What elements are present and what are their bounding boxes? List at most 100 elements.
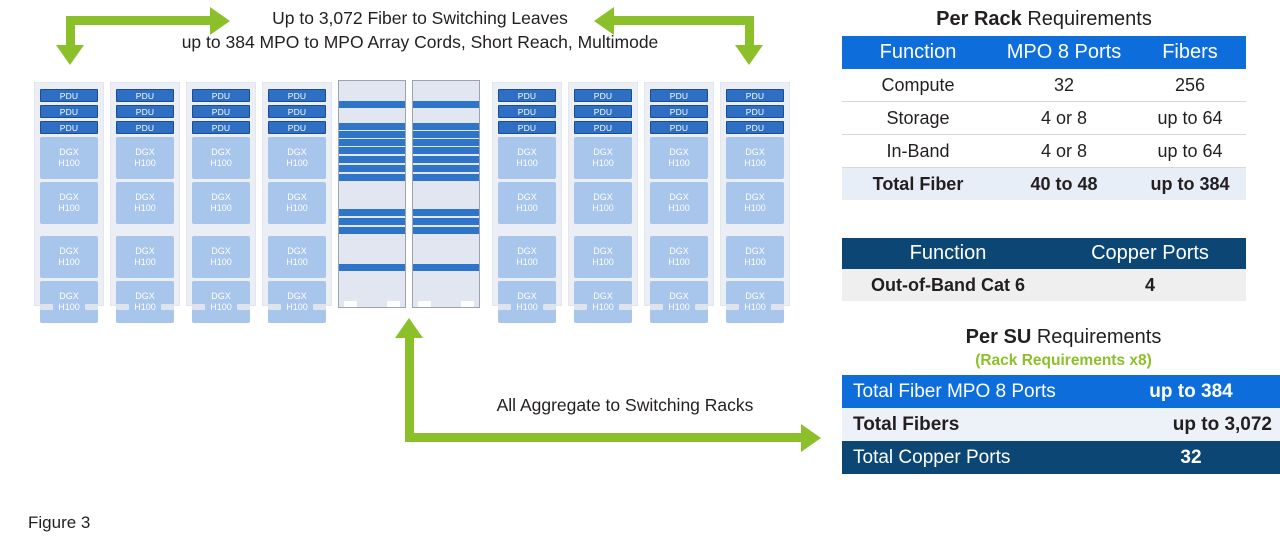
dgx-node-line2: H100 bbox=[286, 257, 308, 267]
per-rack-header-row: Function MPO 8 Ports Fibers bbox=[842, 36, 1246, 69]
pdu-unit[interactable]: PDU bbox=[268, 89, 326, 102]
per-rack-total-function: Total Fiber bbox=[842, 167, 994, 200]
pdu-unit[interactable]: PDU bbox=[116, 89, 174, 102]
switching-rack[interactable] bbox=[338, 80, 406, 308]
rack-foot bbox=[498, 304, 511, 310]
pdu-unit[interactable]: PDU bbox=[726, 121, 784, 134]
per-rack-table: Function MPO 8 Ports Fibers Compute 32 2… bbox=[842, 36, 1246, 200]
rack-feet bbox=[493, 304, 561, 310]
per-rack-row1-function: Storage bbox=[842, 101, 994, 135]
pdu-unit[interactable]: PDU bbox=[726, 89, 784, 102]
top-left-arrowhead-down bbox=[56, 45, 84, 65]
table-row: Out-of-Band Cat 6 4 bbox=[842, 269, 1246, 301]
pdu-unit[interactable]: PDU bbox=[192, 121, 250, 134]
pdu-unit[interactable]: PDU bbox=[498, 121, 556, 134]
dgx-node-line2: H100 bbox=[286, 203, 308, 213]
rack-foot bbox=[619, 304, 632, 310]
rack-foot bbox=[574, 304, 587, 310]
pdu-unit[interactable]: PDU bbox=[574, 105, 632, 118]
pdu-unit[interactable]: PDU bbox=[40, 121, 98, 134]
pdu-unit[interactable]: PDU bbox=[268, 105, 326, 118]
dgx-node-line1: DGX bbox=[593, 192, 613, 203]
rack-feet bbox=[187, 304, 255, 310]
dgx-node-line2: H100 bbox=[286, 302, 308, 312]
top-annotation-text: Up to 3,072 Fiber to Switching Leaves up… bbox=[150, 6, 690, 54]
dgx-node-line2: H100 bbox=[58, 158, 80, 168]
dgx-node-line1: DGX bbox=[59, 192, 79, 203]
top-left-arrow-vertical bbox=[66, 16, 75, 47]
table-row: Storage 4 or 8 up to 64 bbox=[842, 101, 1246, 135]
switch-port-bar bbox=[339, 101, 405, 108]
dgx-node-line2: H100 bbox=[592, 158, 614, 168]
pdu-unit[interactable]: PDU bbox=[650, 89, 708, 102]
rack-foot bbox=[771, 304, 784, 310]
per-rack-total-row: Total Fiber 40 to 48 up to 384 bbox=[842, 167, 1246, 200]
pdu-unit[interactable]: PDU bbox=[498, 105, 556, 118]
pdu-unit[interactable]: PDU bbox=[268, 121, 326, 134]
pdu-unit[interactable]: PDU bbox=[650, 121, 708, 134]
pdu-unit[interactable]: PDU bbox=[650, 105, 708, 118]
pdu-unit[interactable]: PDU bbox=[116, 121, 174, 134]
pdu-unit[interactable]: PDU bbox=[574, 89, 632, 102]
rack-feet bbox=[721, 304, 789, 310]
pdu-unit[interactable]: PDU bbox=[40, 89, 98, 102]
top-annotation-line-1: Up to 3,072 Fiber to Switching Leaves bbox=[272, 8, 568, 28]
pdu-unit[interactable]: PDU bbox=[498, 89, 556, 102]
per-rack-total-fibers: up to 384 bbox=[1134, 167, 1246, 200]
pdu-unit[interactable]: PDU bbox=[192, 105, 250, 118]
rack-feet bbox=[413, 301, 479, 307]
rack-foot bbox=[695, 304, 708, 310]
pdu-unit[interactable]: PDU bbox=[574, 121, 632, 134]
pdu-unit[interactable]: PDU bbox=[40, 105, 98, 118]
per-su-row1-label: Total Fibers bbox=[842, 408, 1125, 441]
dgx-node-line2: H100 bbox=[58, 302, 80, 312]
switching-rack[interactable] bbox=[412, 80, 480, 308]
pdu-unit[interactable]: PDU bbox=[726, 105, 784, 118]
pdu-unit[interactable]: PDU bbox=[192, 89, 250, 102]
rack-foot bbox=[313, 304, 326, 310]
dgx-node-line2: H100 bbox=[516, 257, 538, 267]
pdu-unit[interactable]: PDU bbox=[116, 105, 174, 118]
